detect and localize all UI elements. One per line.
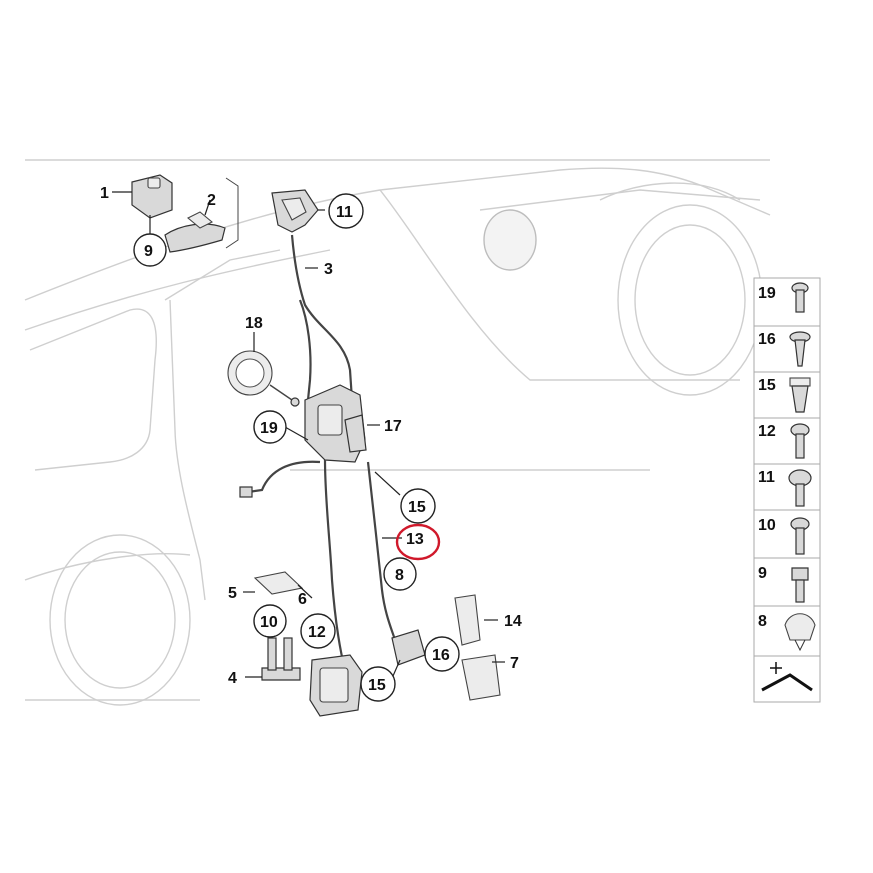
legend-label-12: 12 [758,423,776,440]
cable-wire [247,460,321,494]
callout-11-bubble [328,193,364,229]
connector-part [239,486,253,498]
torx-bolt-icon [791,282,809,313]
upper-lock-part [271,189,319,233]
legend-label-19: 19 [758,285,776,302]
callout-11: 11 [336,204,353,221]
callout-19: 19 [260,420,278,437]
callout-7: 7 [510,655,519,672]
callout-19-bubble [253,410,287,444]
callout-9-bubble [133,233,167,267]
legend-label-10: 10 [758,517,776,534]
callout-5: 5 [228,585,237,602]
cable-13 [366,461,397,641]
callout-12-bubble [300,613,336,649]
part-5 [253,571,304,595]
highlight-circle [395,523,441,561]
callout-15b-bubble [360,666,396,702]
callout-6: 6 [298,591,307,608]
callout-13: 13 [406,531,424,548]
cable-6 [323,459,347,671]
callout-16-bubble [424,636,460,672]
callout-8: 8 [395,567,404,584]
hinge-bracket-part [131,174,173,219]
callouts: 1 2 9 11 3 18 19 17 15 13 8 5 6 10 12 4 … [100,185,522,702]
callout-12: 12 [308,624,326,641]
callout-16: 16 [432,647,450,664]
grommet-14 [454,594,481,646]
cable-3b [298,299,312,401]
cover-7 [461,654,501,701]
callout-15a-bubble [400,488,436,524]
legend-label-9: 9 [758,565,767,582]
callout-10: 10 [260,614,278,631]
bolt-icon [790,423,810,459]
callout-2: 2 [207,192,216,209]
callout-17: 17 [384,418,402,435]
cable-3 [290,234,354,401]
callout-3: 3 [324,261,333,278]
callout-1: 1 [100,185,109,202]
collar-bolt-icon [788,469,812,507]
hex-bolt-icon [791,567,809,603]
callout-18: 18 [245,315,263,332]
legend-label-11: 11 [758,469,775,486]
callout-15b: 15 [368,677,386,694]
inner-handle-part [164,211,226,253]
legend-label-8: 8 [758,613,767,630]
striker-part-4 [261,637,301,681]
callout-14: 14 [504,613,522,630]
callout-8-bubble [383,557,417,591]
callout-15a: 15 [408,499,426,516]
legend-label-15: 15 [758,377,776,394]
door-lock-part [304,384,367,463]
expanding-nut-icon [789,377,811,413]
callout-10-bubble [253,604,287,638]
fastener-legend: 19 16 15 12 11 10 9 8 [753,277,821,703]
clip-icon [784,613,816,652]
legend-label-16: 16 [758,331,776,348]
cutout-symbol-icon [761,662,813,692]
tapping-screw-icon [789,331,811,367]
callout-4: 4 [228,670,237,687]
actuator-part-12 [309,654,363,717]
callout-9: 9 [144,243,153,260]
screw-icon [790,517,810,555]
car-body-outline [24,159,771,706]
carrier-16 [391,629,426,666]
ring-part-18 [227,350,300,407]
